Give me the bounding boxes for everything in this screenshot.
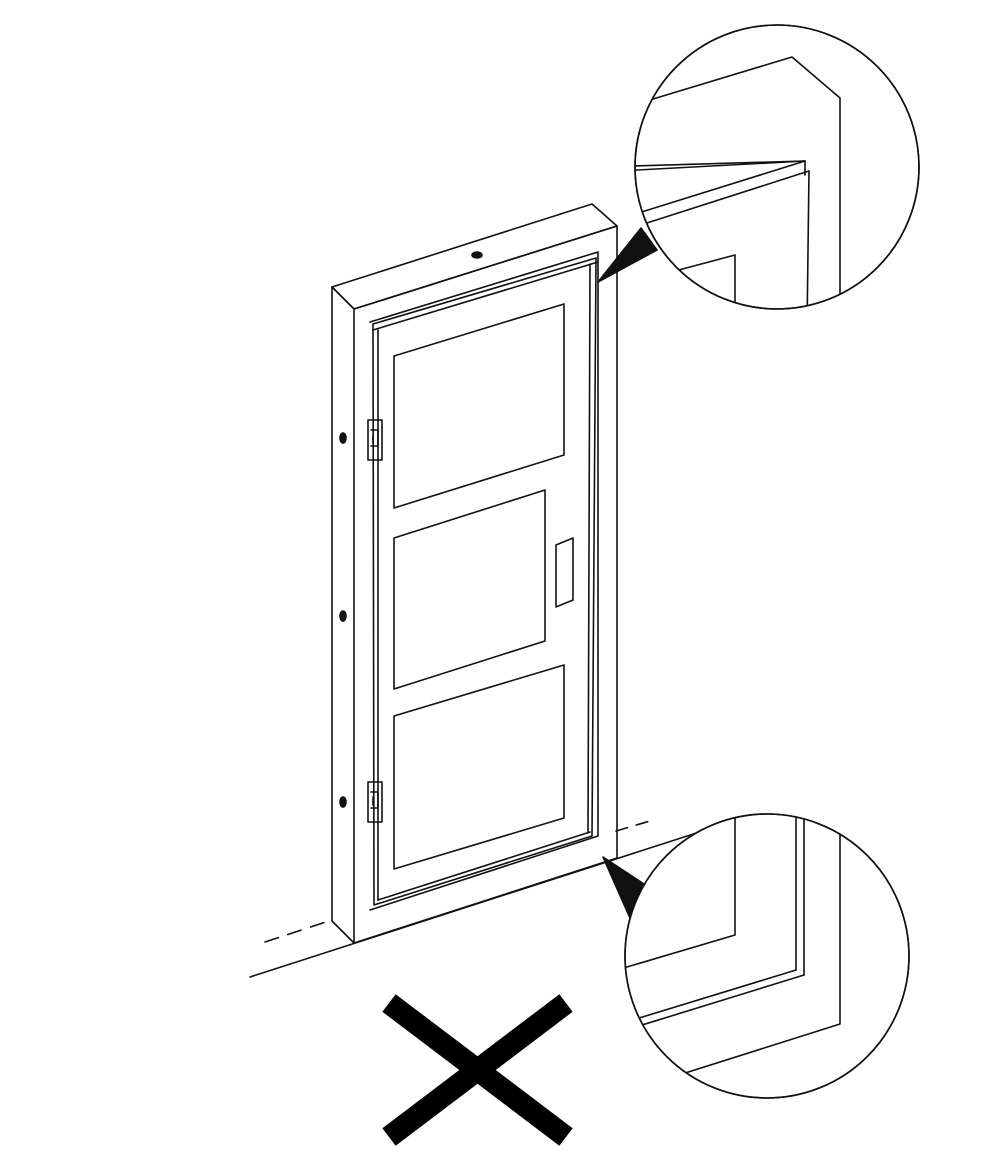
door-leaf-top-edge	[372, 261, 599, 331]
hinge-bottom	[367, 781, 383, 823]
door-frame	[331, 203, 618, 944]
detail-circle-top	[634, 24, 920, 310]
door-leaf	[367, 257, 599, 906]
frame-front-outline	[353, 225, 618, 944]
frame-top-hole	[471, 251, 483, 259]
frame-screw-hole	[339, 610, 347, 622]
x-mark-icon	[382, 994, 573, 1146]
frame-inner-opening	[369, 251, 599, 911]
door-leaf-outer	[372, 257, 597, 906]
floor-dash-right	[615, 820, 651, 832]
door-panel-bottom	[393, 664, 565, 870]
door-panel-middle	[393, 489, 546, 690]
door-panel-top	[393, 303, 565, 509]
door-leaf-right-edge	[587, 263, 591, 834]
frame-screw-hole	[339, 432, 347, 444]
detail-circle-bottom	[624, 813, 910, 1099]
door-handle	[555, 537, 574, 608]
callout-pointer-top	[597, 227, 658, 283]
door-leaf-bottom-edge	[377, 831, 591, 901]
hinge-top	[367, 419, 383, 461]
floor-dash-left	[264, 919, 333, 943]
frame-screw-hole	[339, 796, 347, 808]
